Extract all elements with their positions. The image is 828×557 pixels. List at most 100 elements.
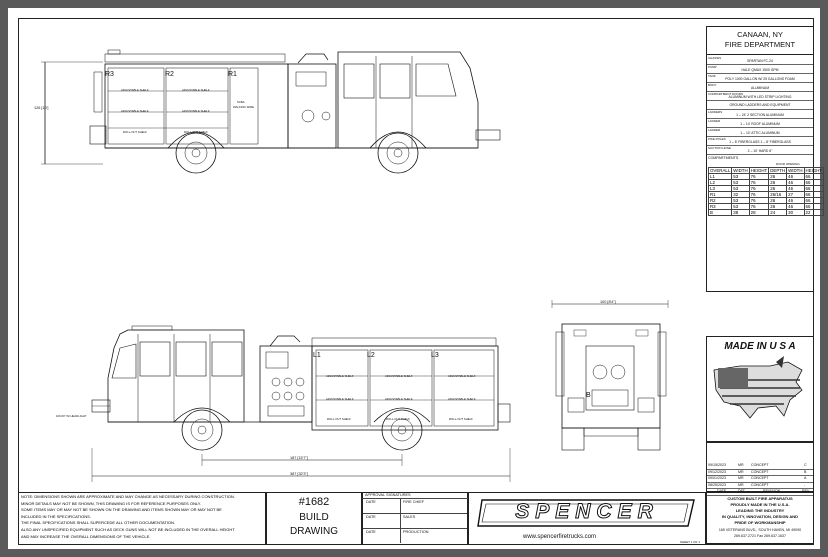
compartment-label-l2: L2	[367, 352, 375, 359]
sheet-id: SHEET 1 OF 1	[680, 540, 700, 544]
note-line: INCLUDED IN THE SPECIFICATIONS.	[21, 513, 91, 519]
note-line: SOME ITEMS MAY OR MAY NOT BE SHOWN ON TH…	[21, 507, 222, 513]
compartments-header-row: OVERALL WIDTH HEIGHT DEPTH WIDTH HEIGHT	[707, 167, 825, 174]
compartment-label-l3: L3	[431, 352, 439, 359]
spec-row: PUMP HALE QMAX 1500 GPM	[707, 65, 813, 74]
company-tagline-2: PROUDLY MADE IN THE U.S.A.	[730, 502, 790, 507]
approval-cell-divider	[400, 529, 401, 543]
approval-block	[362, 492, 468, 545]
note-line: THE FINAL SPECIFICATIONS SHALL SUPERCEDE…	[21, 520, 176, 526]
shelf-label-l2c: ROLL-OUT SHELF	[386, 417, 410, 421]
cell: 28	[748, 209, 770, 216]
compartment-label-r2: R2	[165, 71, 174, 78]
wheelbase-dimension-label: 187 [15'7"]	[290, 456, 308, 460]
header-cell: WIDTH	[786, 167, 805, 174]
rev-by: MR	[738, 469, 744, 474]
shelf-label-l3a: ADJUSTABLE SHELF	[448, 374, 476, 378]
spec-row: CHASSIS SPARTAN FC-24	[707, 56, 813, 65]
company-block	[706, 492, 814, 544]
notes-list: NOTE: DIMENSIONS SHOWN ARE APPROXIMATE A…	[21, 494, 265, 540]
spec-label: CHASSIS	[708, 56, 722, 60]
spec-row: GROUND LADDERS AND EQUIPMENT	[707, 101, 813, 110]
shelf-label-r3a: ADJUSTABLE SHELF	[121, 88, 149, 92]
compartment-label-l1: L1	[313, 352, 321, 359]
spec-value: 1 – 14' ROOF ALUMINUM	[740, 122, 780, 126]
spec-label: COMPARTMENT DOORS	[708, 92, 744, 96]
spec-divider	[706, 54, 814, 55]
spec-label: LADDERS	[708, 110, 723, 114]
shelf-label-l1a: ADJUSTABLE SHELF	[326, 374, 354, 378]
note-line: NOTE: DIMENSIONS SHOWN ARE APPROXIMATE A…	[21, 494, 235, 499]
rev-letter: A	[804, 476, 807, 480]
header-city: CANAAN, NY	[737, 30, 783, 39]
height-dimension-label: 126 [10']	[34, 106, 49, 110]
note-line: AND MAY INCREASE THE OVERALL DIMENSIONS …	[21, 533, 151, 539]
made-in-usa-panel	[706, 336, 814, 442]
compartments-table: OVERALL WIDTH HEIGHT DEPTH WIDTH HEIGHT …	[707, 167, 825, 216]
approval-role-label: PRODUCTION	[403, 530, 429, 534]
rev-by: MR	[738, 463, 744, 467]
approval-date-label: DATE	[366, 500, 376, 504]
approval-divider	[362, 498, 468, 499]
door-opening-header: DOOR OPENING	[776, 162, 800, 166]
truck-passenger-side-view	[41, 49, 501, 174]
revision-table	[706, 442, 814, 492]
truck-driver-side-view	[91, 300, 669, 482]
note-line: ALSO ANY UNSPECIFIED EQUIPMENT SUCH AS D…	[21, 526, 235, 532]
spec-label: TANK	[708, 74, 716, 78]
company-address: 165 VETERANS BLVD., SOUTH HAVEN, MI 4909…	[718, 528, 802, 532]
spec-row: LADDER 1 – 10' ATTIC ALUMINUM	[707, 128, 813, 137]
header-department: FIRE DEPARTMENT	[724, 40, 796, 49]
spec-value: 1 – 24' 2 SECTION ALUMINUM	[736, 113, 784, 117]
header-cell: HEIGHT	[748, 167, 770, 174]
company-tagline-5: PRIDE OF WORKMANSHIP	[734, 520, 786, 525]
specs-list: CHASSIS SPARTAN FC-24 PUMP HALE QMAX 1500 …	[707, 56, 813, 155]
drawing-sheet: R3 R2 R1 126 [10'] ADJUSTABLE SHELF ADJU…	[8, 8, 825, 549]
spec-label: LADDER	[708, 119, 721, 123]
made-in-usa-title: MADE IN U S A	[724, 341, 796, 352]
shelf-label-r3b: ADJUSTABLE SHELF	[121, 109, 149, 113]
build-number: #1682	[298, 496, 330, 508]
spec-value: 1 – 10' ATTIC ALUMINUM	[740, 131, 780, 135]
rev-date: 08/25/2023	[708, 482, 726, 487]
compartment-label-r3: R3	[105, 71, 114, 78]
shelf-label-l2b: ADJUSTABLE SHELF	[385, 397, 413, 401]
spec-row: TANK POLY 1000 GALLON W/ 25 GALLONS FOAM	[707, 74, 813, 83]
spec-row: LADDERS 1 – 24' 2 SECTION ALUMINUM	[707, 110, 813, 119]
notes-block	[18, 492, 266, 545]
rev-letter: -	[804, 482, 806, 487]
rev-desc: CONCEPT	[751, 476, 769, 480]
spec-value: HALE QMAX 1500 GPM	[741, 68, 779, 72]
shelf-label-l3b: ADJUSTABLE SHELF	[448, 397, 476, 401]
compartments-title: COMPARTMENTS	[708, 156, 739, 160]
spec-value: SPARTAN FC-24	[747, 59, 773, 63]
build-line-1: BUILD	[299, 512, 329, 523]
website-link[interactable]: www.spencerfiretrucks.com	[523, 534, 597, 540]
rev-header-revision: REVISION	[763, 489, 781, 493]
spec-label: LADDER	[708, 128, 721, 132]
spec-value: ALUMINUM WITH LED STRIP LIGHTING	[728, 95, 792, 99]
spec-label: PUMP	[708, 65, 717, 69]
note-line: MINOR DETAILS MAY NOT BE SHOWN, THIS DRA…	[21, 500, 202, 506]
approval-date-label: DATE	[366, 515, 376, 519]
rev-letter: C	[804, 463, 807, 467]
spec-label: BODY	[708, 83, 717, 87]
spec-value: POLY 1000 GALLON W/ 25 GALLONS FOAM	[725, 77, 795, 81]
header-cell: DEPTH	[768, 167, 788, 174]
spencer-logo-text: SPENCER	[515, 500, 659, 524]
spec-label: SUCTION HOSE	[708, 146, 731, 150]
cell: 38	[731, 209, 750, 216]
approval-cell-divider	[400, 514, 401, 528]
